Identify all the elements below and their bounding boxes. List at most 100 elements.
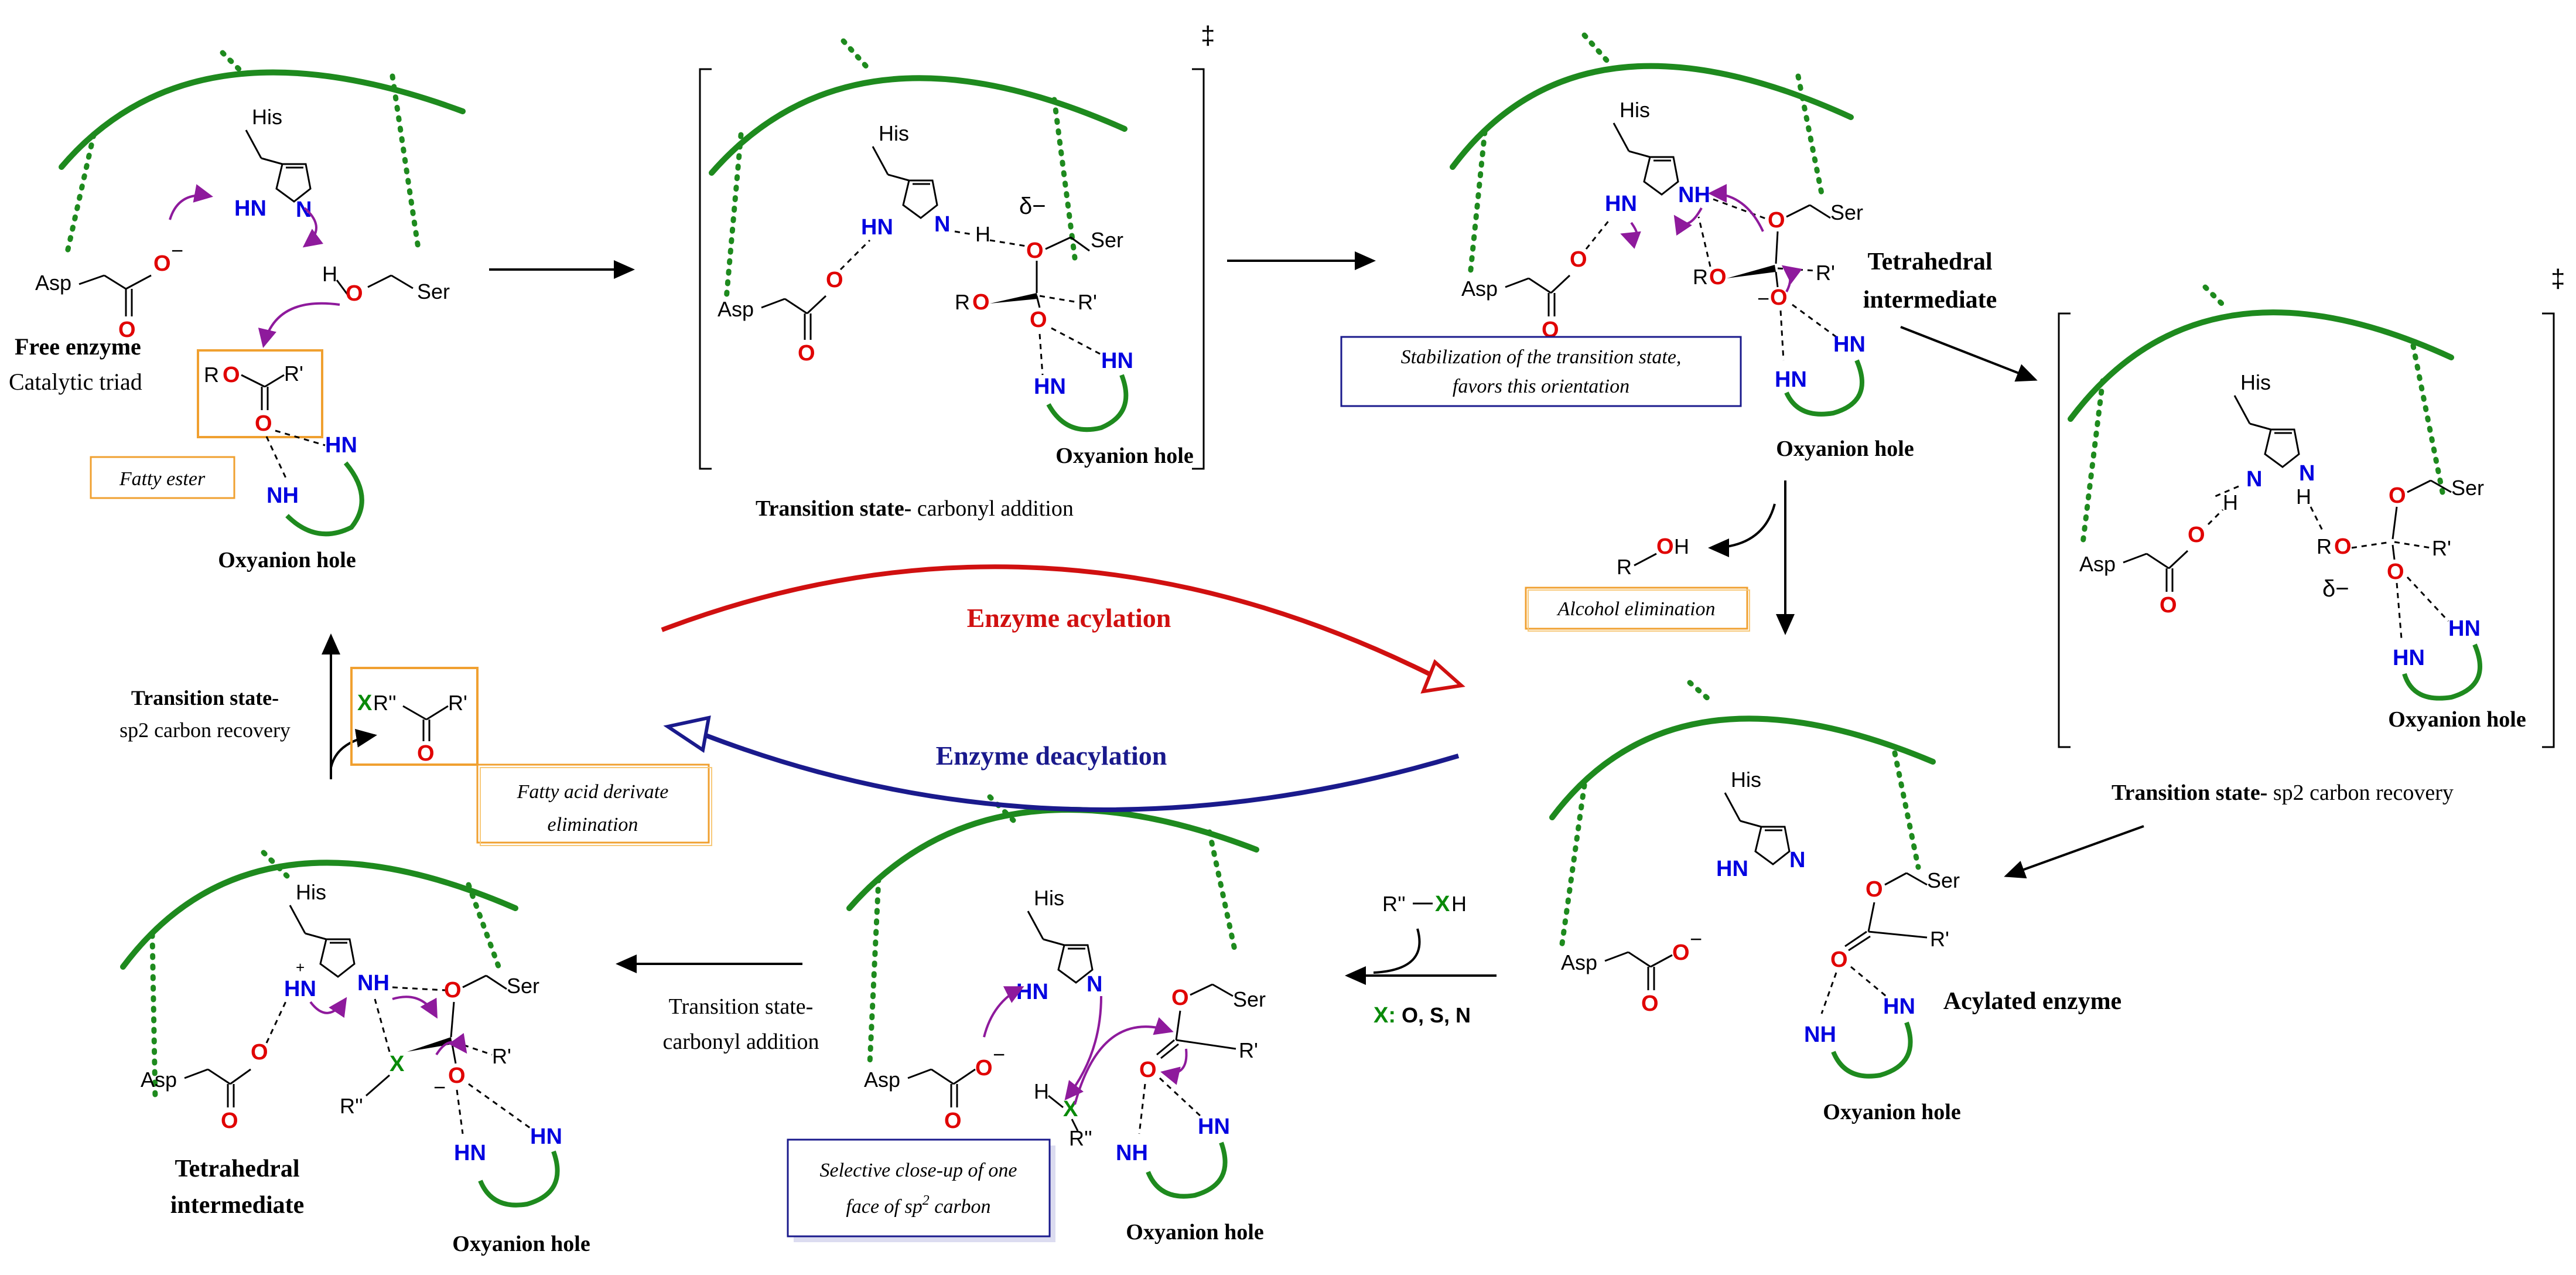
panel-ts-sp2-recovery: ‡ His N N H H Asp O O O Ser R O R' δ− O [2058, 264, 2565, 805]
nucleophile-types-label: X: O, S, N [1374, 1003, 1471, 1028]
nucleophile-x: X [390, 1052, 405, 1076]
oxygen-atom: O [153, 251, 171, 276]
oxyanion-hole-label: Oxyanion hole [452, 1232, 590, 1256]
electron-push-arrow [435, 1032, 467, 1056]
oxygen-atom: O [346, 281, 363, 306]
ts-carbonyl-addition-label: Transition state- carbonyl addition [756, 496, 1074, 521]
r-group: R [204, 363, 219, 387]
nitrogen-atom: HN [2393, 646, 2425, 670]
wedge-bond [990, 293, 1038, 304]
oxygen-atom: O [118, 318, 136, 342]
his-label: His [879, 121, 909, 145]
enzyme-dotted-connector [723, 132, 744, 302]
his-label: His [1034, 886, 1064, 910]
oxygen-atom: O [1030, 308, 1047, 332]
enzyme-dotted-connector [466, 882, 504, 976]
tetrahedral-intermediate-bottom-line1: Tetrahedral [175, 1155, 299, 1182]
tetrahedral-intermediate-top-line2: intermediate [1863, 287, 1997, 313]
double-dagger: ‡ [1201, 21, 1215, 50]
enzyme-acylation-arrow [661, 564, 1436, 679]
nitrogen-atom: HN [1101, 349, 1133, 373]
fatty-ester-label-box [90, 456, 235, 499]
oxyanion-hole-label: Oxyanion hole [1055, 444, 1193, 468]
enzyme-surface-arc [2068, 309, 2454, 422]
bracket-right [1192, 68, 1205, 470]
r-double-prime-group: R'' [373, 691, 397, 715]
oxygen-atom: O [1139, 1058, 1157, 1082]
asp-label: Asp [1461, 277, 1498, 301]
his-label: His [1620, 98, 1650, 122]
electron-push-arrow [1074, 1017, 1174, 1105]
stabilization-note-box [1340, 336, 1742, 407]
enzyme-dotted-connector [64, 132, 97, 255]
stabilization-line2: favors this orientation [1453, 376, 1629, 397]
panel-tetrahedral-intermediate-bottom: His + HN NH Asp O O O Ser R' X R'' − O H… [120, 850, 590, 1256]
oxygen-atom: O [826, 268, 843, 292]
free-enzyme-title: Free enzyme [15, 333, 141, 360]
his-label: His [2240, 370, 2271, 394]
oxygen-atom: O [972, 290, 990, 315]
ts-sp2-recovery2-line1: Transition state- [131, 686, 279, 710]
enzyme-surface-arc [709, 75, 1128, 176]
asp-label: Asp [1561, 950, 1597, 974]
enzyme-dotted-connector [149, 932, 158, 1102]
wedge-bond [407, 1037, 452, 1052]
deacylation-arrowhead [663, 715, 711, 754]
hydrogen-atom: H [1674, 534, 1689, 558]
hydrogen-atom: H [2223, 490, 2238, 514]
enzyme-dotted-connector [841, 38, 873, 73]
enzyme-deacylation-arrow [705, 733, 1460, 812]
oxygen-atom: O [975, 1056, 993, 1080]
r-prime-group: R' [2432, 536, 2451, 560]
nitrogen-atom: N [1087, 972, 1102, 997]
oxygen-atom: O [1770, 285, 1788, 310]
fatty-acid-product-box [350, 667, 479, 766]
oxygen-atom: O [1866, 877, 1883, 902]
oxygen-atom: O [944, 1109, 962, 1133]
enzyme-acylation-label: Enzyme acylation [967, 603, 1171, 633]
enzyme-surface-arc [120, 860, 518, 970]
electron-push-arrow [258, 302, 340, 348]
stabilization-line1: Stabilization of the transition state, [1401, 346, 1682, 368]
oxyanion-hole-label: Oxyanion hole [1823, 1100, 1960, 1124]
minus-charge: − [171, 238, 183, 262]
asp-label: Asp [35, 271, 71, 295]
catalytic-triad-label: Catalytic triad [9, 369, 142, 395]
panel-tetrahedral-intermediate-top: His HN NH Asp O O O Ser R O R' − O HN HN [1340, 32, 1997, 461]
histidine-imidazole-icon [1612, 122, 1679, 196]
tetrahedral-intermediate-bottom-line2: intermediate [170, 1192, 305, 1219]
oxygen-atom: O [417, 741, 435, 766]
oxygen-atom: O [1570, 247, 1587, 272]
r-group: R [1617, 555, 1632, 579]
nitrogen-atom: HN [1034, 374, 1066, 399]
oxygen-atom: O [223, 363, 240, 387]
enzyme-dotted-connector [1467, 129, 1488, 278]
r-double-prime-group: R'' [340, 1094, 363, 1118]
oxygen-atom: O [1542, 318, 1559, 342]
nitrogen-atom: NH [267, 483, 299, 508]
nitrogen-atom: NH [1678, 183, 1710, 207]
asp-label: Asp [864, 1068, 900, 1092]
bracket-right [2542, 312, 2555, 748]
nucleophile-x: X [1435, 892, 1450, 916]
oxyanion-hole-loop [285, 461, 364, 537]
his-label: His [252, 105, 282, 129]
oxyanion-hole-loop [1146, 1141, 1228, 1199]
oxygen-atom: O [251, 1040, 268, 1065]
r-prime-group: R' [1239, 1038, 1258, 1062]
oxygen-atom: O [448, 1063, 466, 1088]
panel-acylated-enzyme: His HN N Asp O O − O Ser R' O HN NH Oxya… [1549, 680, 2121, 1124]
nitrogen-atom: N [1789, 848, 1805, 872]
r-prime-group: R' [492, 1044, 511, 1068]
enzyme-dotted-connector [1207, 829, 1239, 958]
enzyme-deacylation-label: Enzyme deacylation [936, 741, 1167, 771]
oxygen-atom: O [444, 978, 462, 1003]
oxygen-atom: O [1641, 991, 1659, 1016]
bracket-left [699, 68, 712, 470]
ser-label: Ser [507, 974, 539, 998]
ser-label: Ser [1830, 200, 1863, 224]
enzyme-dotted-connector [1558, 782, 1587, 955]
nitrogen-atom: HN [234, 196, 267, 221]
hydrogen-atom: H [322, 262, 337, 286]
histidine-imidazole-icon [245, 129, 312, 203]
